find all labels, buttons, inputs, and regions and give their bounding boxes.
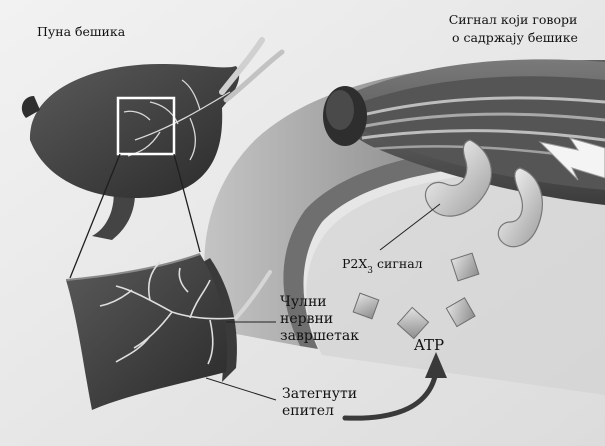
- nerve-label-line-2: нервни: [280, 311, 333, 327]
- signal-label-line-1: Сигнал који говори: [449, 12, 578, 27]
- p2x3-label-subscript: 3: [367, 266, 373, 276]
- atp-label: ATP: [413, 336, 444, 354]
- epithelium-label-line-1: Затегнути: [282, 386, 357, 402]
- p2x3-label-main: P2X: [342, 256, 367, 271]
- p2x3-label-suffix: сигнал: [377, 256, 423, 271]
- full-bladder-label: Пуна бешика: [37, 24, 126, 39]
- nerve-bundle-end-highlight: [326, 90, 354, 130]
- nerve-label-line-3: завршетак: [280, 328, 359, 344]
- signal-label-line-2: о садржају бешике: [452, 30, 578, 45]
- epithelium-label-line-2: епител: [282, 403, 334, 419]
- nerve-label-line-1: Чулни: [280, 294, 327, 310]
